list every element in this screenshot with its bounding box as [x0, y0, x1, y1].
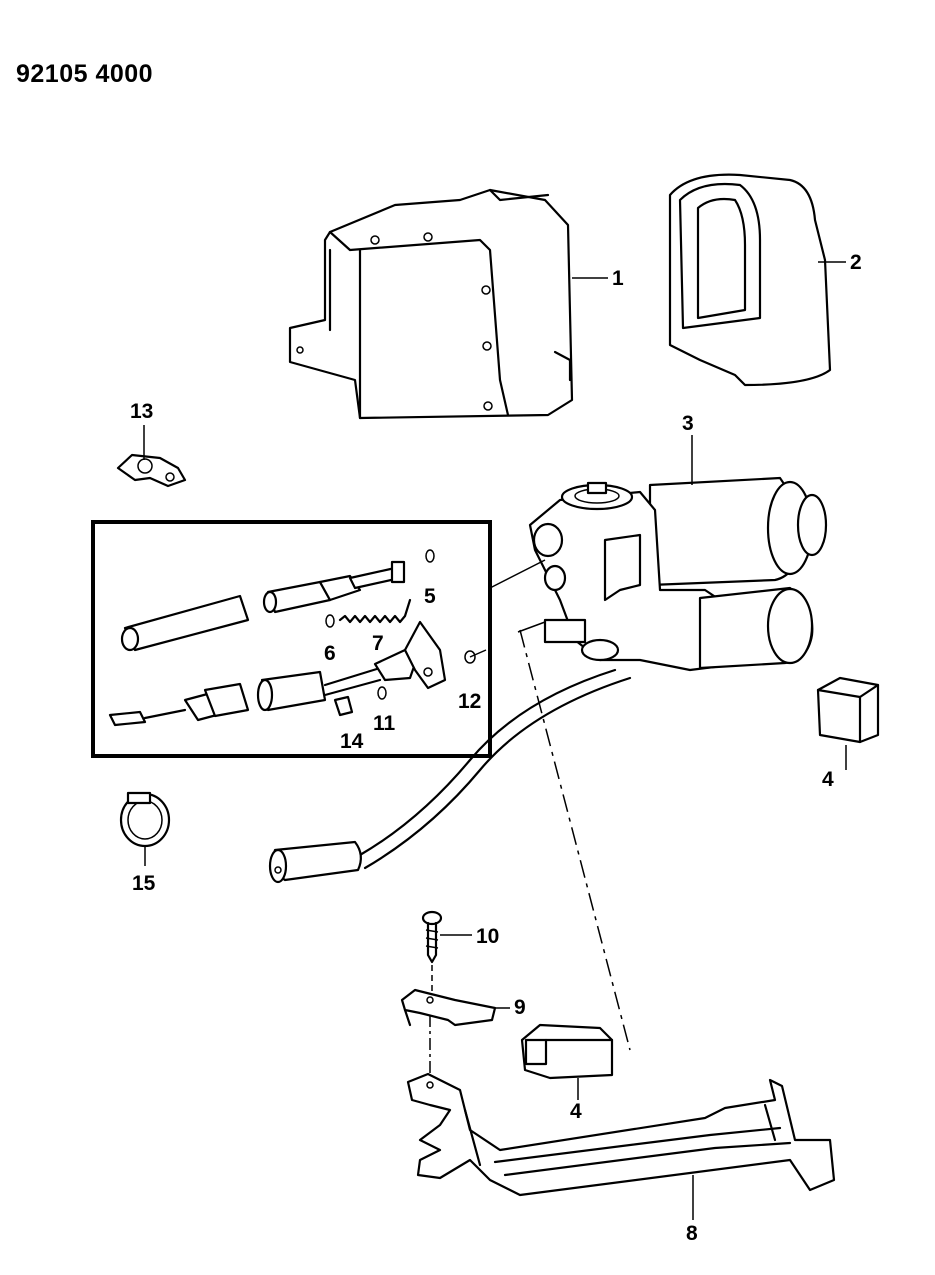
- part-8-mounting-bracket[interactable]: [406, 1072, 836, 1197]
- part-1-cover[interactable]: [288, 188, 574, 420]
- callout-10: 10: [476, 925, 499, 948]
- callout-1: 1: [612, 267, 624, 290]
- callout-12: 12: [458, 690, 481, 713]
- callout-8: 8: [686, 1222, 698, 1245]
- callout-3: 3: [682, 412, 694, 435]
- callout-14: 14: [340, 730, 364, 753]
- callout-13: 13: [130, 400, 153, 423]
- part-15-hose-clamp[interactable]: [119, 791, 171, 848]
- inset-parts[interactable]: [108, 549, 476, 727]
- callout-15: 15: [132, 872, 156, 895]
- callout-9: 9: [514, 996, 526, 1019]
- callout-6: 6: [324, 642, 336, 665]
- callout-4-lower: 4: [570, 1100, 582, 1123]
- part-2-boot[interactable]: [668, 173, 832, 387]
- detail-inset-box: [91, 520, 546, 758]
- part-3-pump-assembly[interactable]: [528, 476, 828, 672]
- wiring-harness[interactable]: [268, 668, 632, 884]
- callout-11: 11: [373, 712, 396, 735]
- callout-7: 7: [372, 632, 384, 655]
- part-13-clip[interactable]: [116, 453, 187, 488]
- diagram-part-number: 92105 4000: [16, 60, 154, 88]
- callout-5: 5: [424, 585, 436, 608]
- part-4-connector-lower[interactable]: [520, 1023, 614, 1080]
- part-4-relay-upper[interactable]: [816, 676, 880, 744]
- part-9-bracket[interactable]: [400, 988, 497, 1027]
- callout-2: 2: [850, 251, 862, 274]
- part-10-screw[interactable]: [421, 910, 443, 964]
- callout-4-upper: 4: [822, 768, 834, 791]
